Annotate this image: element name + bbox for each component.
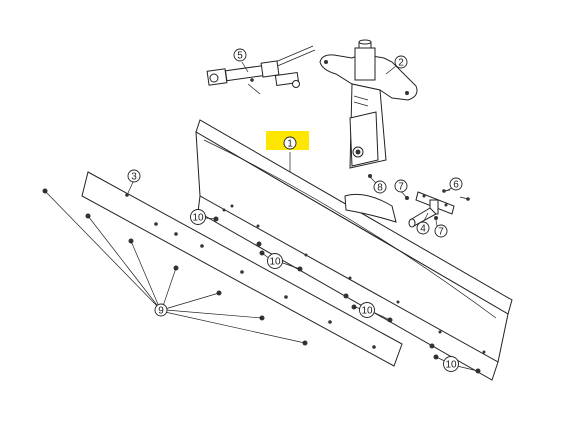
callout-10b[interactable]: 10 xyxy=(267,253,283,269)
callout-5[interactable]: 5 xyxy=(233,48,247,62)
callout-7b[interactable]: 7 xyxy=(434,224,448,238)
callout-1-label: 1 xyxy=(287,139,293,150)
part-5-link-assembly xyxy=(206,45,316,95)
callout-2-label: 2 xyxy=(398,58,404,69)
callout-10d[interactable]: 10 xyxy=(443,356,459,372)
callout-5-label: 5 xyxy=(237,51,243,62)
callout-4[interactable]: 4 xyxy=(416,221,430,235)
callout-1[interactable]: 1 xyxy=(283,136,297,150)
callout-10c[interactable]: 10 xyxy=(359,302,375,318)
callout-10a-label: 10 xyxy=(192,213,204,224)
callout-4-label: 4 xyxy=(420,224,426,235)
callout-2[interactable]: 2 xyxy=(394,55,408,69)
callout-10a[interactable]: 10 xyxy=(190,209,206,225)
part-1-blade xyxy=(195,119,513,381)
callout-10d-label: 10 xyxy=(445,360,457,371)
callout-6[interactable]: 6 xyxy=(449,177,463,191)
part-2-mount-bracket xyxy=(319,39,418,169)
callout-3-label: 3 xyxy=(131,172,137,183)
part-3-cutting-edge xyxy=(81,171,403,367)
callout-7a[interactable]: 7 xyxy=(394,179,408,193)
callout-6-label: 6 xyxy=(453,180,459,191)
callout-9-label: 9 xyxy=(158,306,164,317)
callout-7b-label: 7 xyxy=(438,227,444,238)
callout-8[interactable]: 8 xyxy=(373,180,387,194)
leader-lines xyxy=(44,61,479,372)
callout-10c-label: 10 xyxy=(361,306,373,317)
callout-9[interactable]: 9 xyxy=(154,303,168,317)
callout-7a-label: 7 xyxy=(398,182,404,193)
nuts-10 xyxy=(213,216,481,374)
callout-10b-label: 10 xyxy=(269,257,281,268)
callout-3[interactable]: 3 xyxy=(127,169,141,183)
part-4-pin xyxy=(408,191,455,228)
callout-8-label: 8 xyxy=(377,183,383,194)
